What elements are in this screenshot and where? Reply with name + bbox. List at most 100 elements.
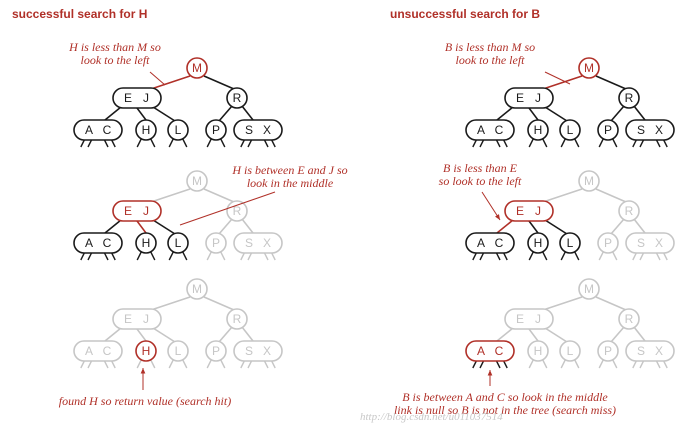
null-link (150, 359, 156, 369)
right-panel-title: unsuccessful search for B (390, 7, 540, 21)
node-r: R (618, 87, 640, 109)
node-key: M (584, 174, 594, 188)
tree-edge (528, 328, 539, 342)
pointer-arrowhead (487, 370, 493, 376)
node-p: P (205, 340, 227, 362)
null-link (220, 251, 226, 261)
tree-edge (150, 75, 191, 90)
node-key: C (103, 236, 112, 250)
node-key: M (584, 61, 594, 75)
node-key: H (534, 236, 543, 250)
pointer-arrowhead (140, 368, 146, 374)
null-link (220, 359, 226, 369)
node-l: L (167, 119, 189, 141)
node-l: L (167, 232, 189, 254)
null-link (574, 251, 580, 261)
tree-edge (203, 75, 235, 90)
node-key: H (142, 344, 151, 358)
node-key: J (143, 91, 149, 105)
node-key: A (85, 344, 93, 358)
node-key: C (103, 344, 112, 358)
null-link (220, 138, 226, 148)
node-key: P (212, 344, 220, 358)
null-link (542, 359, 548, 369)
node-key: C (495, 123, 504, 137)
node-key: R (233, 91, 242, 105)
node-key: A (477, 344, 485, 358)
pointer-line (149, 71, 166, 86)
node-key: X (263, 236, 271, 250)
null-link (528, 359, 534, 369)
null-link (150, 251, 156, 261)
node-r: R (618, 308, 640, 330)
node-key: L (567, 123, 574, 137)
tree-edge (150, 296, 191, 311)
null-link (574, 359, 580, 369)
annotation-r_row2: B is less than E (443, 161, 518, 175)
pointer-line (481, 191, 501, 221)
node-key: X (655, 344, 663, 358)
null-link (136, 138, 142, 148)
tree-edge (150, 188, 191, 203)
node-l: L (167, 340, 189, 362)
node-key: X (655, 236, 663, 250)
node-r: R (226, 200, 248, 222)
null-link (612, 251, 618, 261)
node-key: L (175, 236, 182, 250)
pointer-line (179, 191, 276, 226)
node-p: P (597, 119, 619, 141)
tree-edge (218, 326, 233, 343)
tree-edge (104, 106, 122, 121)
node-key: C (103, 123, 112, 137)
tree-edge (496, 219, 514, 234)
null-link (598, 138, 604, 148)
tree-edge (633, 105, 646, 121)
node-key: S (245, 236, 253, 250)
node-key: E (124, 312, 132, 326)
tree-edge (241, 105, 254, 121)
tree-edge (595, 75, 627, 90)
node-p: P (597, 232, 619, 254)
node-p: P (205, 119, 227, 141)
node-key: A (477, 236, 485, 250)
tree-edge (528, 107, 539, 121)
tree-edge (544, 106, 568, 122)
node-r: R (226, 87, 248, 109)
node-h: H (527, 340, 549, 362)
node-key: M (192, 61, 202, 75)
tree-edge (104, 327, 122, 342)
node-key: L (175, 344, 182, 358)
null-link (182, 138, 188, 148)
node-h: H (527, 119, 549, 141)
null-link (528, 138, 534, 148)
node-key: P (604, 123, 612, 137)
node-h: H (135, 232, 157, 254)
node-r: R (618, 200, 640, 222)
node-key: R (233, 204, 242, 218)
node-key: X (655, 123, 663, 137)
null-link (574, 138, 580, 148)
node-key: J (535, 91, 541, 105)
tree-edge (152, 219, 176, 235)
tree-edge (104, 219, 122, 234)
node-key: H (534, 123, 543, 137)
node-key: S (637, 236, 645, 250)
node-key: S (245, 123, 253, 137)
tree-edge (136, 328, 147, 342)
tree-edge (610, 326, 625, 343)
